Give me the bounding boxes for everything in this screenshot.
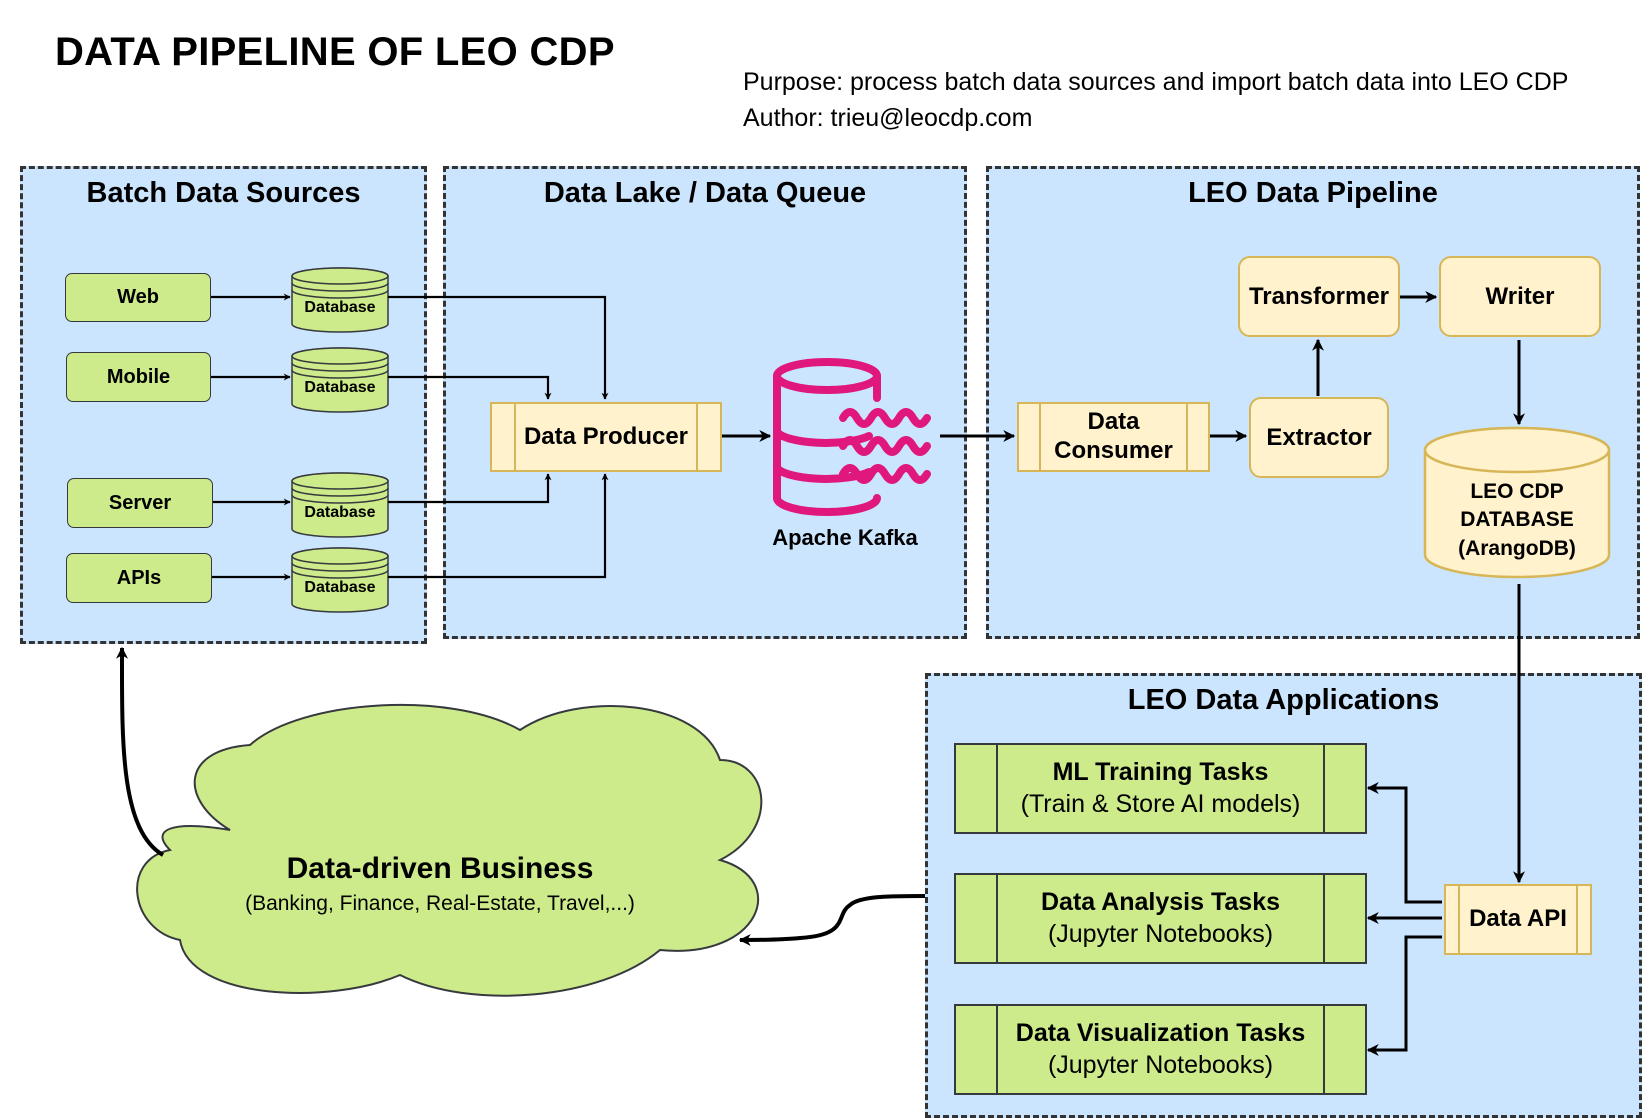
leo-cdp-database-cylinder — [1423, 426, 1611, 579]
writer-box: Writer — [1439, 256, 1601, 337]
ml-training-tasks-sub: (Train & Store AI models) — [1020, 789, 1301, 818]
leo-db-line-2: DATABASE — [1460, 508, 1574, 532]
business-subtitle: (Banking, Finance, Real-Estate, Travel,.… — [245, 892, 635, 915]
source-mobile: Mobile — [66, 352, 211, 402]
leo-db-line-3: (ArangoDB) — [1458, 536, 1576, 560]
leo-cdp-database-label: LEO CDP DATABASE (ArangoDB) — [1425, 478, 1609, 563]
purpose-text: Purpose: process batch data sources and … — [743, 68, 1569, 96]
database-cylinder-4 — [291, 547, 389, 613]
leo-db-line-1: LEO CDP — [1470, 480, 1564, 503]
data-analysis-tasks-box: Data Analysis Tasks (Jupyter Notebooks) — [954, 873, 1367, 964]
database-label-4: Database — [304, 579, 376, 596]
database-label-3: Database — [304, 504, 376, 521]
database-cylinder-2 — [291, 347, 389, 413]
author-text: Author: trieu@leocdp.com — [743, 104, 1033, 132]
data-api-process: Data API — [1444, 884, 1592, 955]
data-visualization-tasks-sub: (Jupyter Notebooks) — [1047, 1050, 1274, 1079]
database-cylinder-3 — [291, 472, 389, 538]
data-analysis-tasks-name: Data Analysis Tasks — [1040, 888, 1280, 917]
data-api-label: Data API — [1469, 905, 1567, 933]
ml-training-tasks-name: ML Training Tasks — [1052, 758, 1269, 787]
data-consumer-label: Data Consumer — [1054, 408, 1173, 464]
database-label-2: Database — [304, 379, 376, 396]
leo-data-pipeline-title: LEO Data Pipeline — [1188, 177, 1438, 209]
database-label-1: Database — [304, 299, 376, 316]
data-driven-business-cloud — [136, 703, 763, 997]
data-producer-label: Data Producer — [523, 422, 689, 450]
data-visualization-tasks-name: Data Visualization Tasks — [1015, 1019, 1306, 1048]
ml-training-tasks-box: ML Training Tasks (Train & Store AI mode… — [954, 743, 1367, 834]
data-consumer-process: Data Consumer — [1017, 402, 1210, 472]
data-analysis-tasks-sub: (Jupyter Notebooks) — [1047, 919, 1274, 948]
page-title: DATA PIPELINE OF LEO CDP — [55, 30, 615, 74]
business-title: Data-driven Business — [286, 852, 594, 885]
source-server: Server — [67, 478, 213, 528]
data-visualization-tasks-box: Data Visualization Tasks (Jupyter Notebo… — [954, 1004, 1367, 1095]
transformer-box: Transformer — [1238, 256, 1400, 337]
batch-data-sources-title: Batch Data Sources — [86, 177, 361, 209]
data-lake-title: Data Lake / Data Queue — [543, 177, 867, 209]
source-apis: APIs — [66, 553, 212, 603]
source-web: Web — [65, 273, 211, 322]
database-cylinder-1 — [291, 267, 389, 333]
data-producer-process: Data Producer — [490, 402, 722, 472]
apache-kafka-label: Apache Kafka — [772, 525, 918, 550]
leo-data-applications-title: LEO Data Applications — [1127, 684, 1440, 716]
extractor-box: Extractor — [1249, 397, 1389, 478]
apache-kafka-icon — [773, 358, 931, 516]
